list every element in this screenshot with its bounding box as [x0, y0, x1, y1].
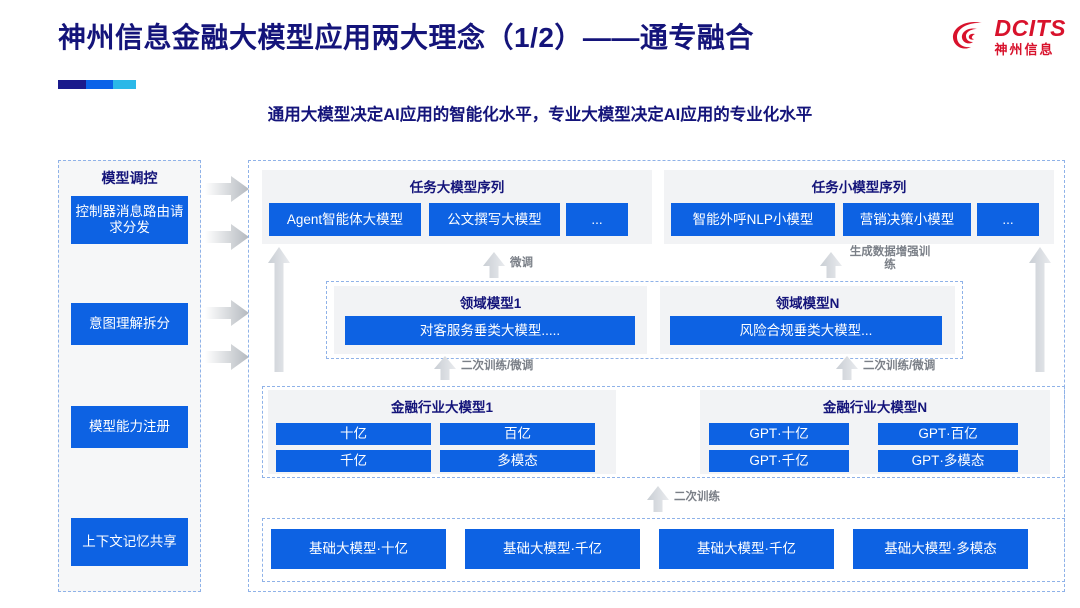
task-large-model-title: 任务大模型序列 [409, 180, 505, 195]
industry-model-n-item-1[interactable]: GPT·百亿 [878, 423, 1018, 445]
sidebar-item-context-memory[interactable]: 上下文记忆共享 [71, 518, 188, 566]
accent-segment-2 [86, 80, 113, 89]
industry-model-1-title: 金融行业大模型1 [390, 400, 493, 415]
industry-models-container [262, 386, 1065, 478]
task-small-model-title: 任务小模型序列 [811, 180, 907, 195]
domain-model-n-item[interactable]: 风险合规垂类大模型... [670, 316, 942, 345]
industry-model-n-item-2[interactable]: GPT·千亿 [709, 450, 849, 472]
company-logo: DCITS 神州信息 [949, 16, 1067, 56]
flow-label-retrain: 二次训练 [674, 491, 720, 503]
flow-label-retrain-finetune-right: 二次训练/微调 [863, 360, 936, 372]
title-accent-rule [58, 80, 136, 89]
accent-segment-3 [113, 80, 136, 89]
dcits-swoosh-icon [952, 21, 982, 49]
domain-model-1-title: 领域模型1 [459, 296, 522, 311]
industry-model-1-item-0[interactable]: 十亿 [276, 423, 431, 445]
flow-label-retrain-finetune-left: 二次训练/微调 [461, 360, 534, 372]
foundation-models-container [262, 518, 1065, 582]
sidebar-item-controller-routing[interactable]: 控制器消息路由请求分发 [71, 196, 188, 244]
page-subtitle: 通用大模型决定AI应用的智能化水平，专业大模型决定AI应用的专业化水平 [267, 106, 813, 124]
task-large-model-item-0[interactable]: Agent智能体大模型 [269, 203, 421, 236]
sidebar-item-intent-parsing[interactable]: 意图理解拆分 [71, 303, 188, 345]
industry-model-1-item-1[interactable]: 百亿 [440, 423, 595, 445]
flow-arrow-up-icon-finetune [483, 252, 505, 278]
industry-model-n-item-0[interactable]: GPT·十亿 [709, 423, 849, 445]
flow-arrow-right-icon-1 [205, 176, 249, 202]
industry-model-1-item-3[interactable]: 多模态 [440, 450, 595, 472]
foundation-model-3[interactable]: 基础大模型·多模态 [853, 529, 1028, 569]
flow-arrow-right-icon-3 [205, 300, 249, 326]
page-title: 神州信息金融大模型应用两大理念（1/2）——通专融合 [58, 22, 754, 53]
flow-arrow-right-icon-2 [205, 224, 249, 250]
flow-arrow-up-icon-gen-data [820, 252, 842, 278]
accent-segment-1 [58, 80, 86, 89]
task-small-model-item-2[interactable]: ... [977, 203, 1039, 236]
flow-arrow-up-icon-retrain-right [836, 356, 858, 380]
domain-model-1-item[interactable]: 对客服务垂类大模型..... [345, 316, 635, 345]
flow-label-finetune: 微调 [510, 257, 533, 269]
flow-arrow-up-icon-left-long [268, 247, 290, 372]
industry-model-n-title: 金融行业大模型N [822, 400, 928, 415]
task-small-model-item-1[interactable]: 营销决策小模型 [843, 203, 971, 236]
logo-text-cn: 神州信息 [994, 41, 1055, 57]
task-small-model-item-0[interactable]: 智能外呼NLP小模型 [671, 203, 835, 236]
logo-text-en: DCITS [994, 14, 1066, 41]
flow-label-gen-data-aug: 生成数据增强训练 [849, 246, 931, 272]
industry-model-n-item-3[interactable]: GPT·多模态 [878, 450, 1018, 472]
domain-models-container [326, 281, 963, 359]
task-large-model-item-1[interactable]: 公文撰写大模型 [429, 203, 560, 236]
foundation-model-1[interactable]: 基础大模型·千亿 [465, 529, 640, 569]
flow-arrow-up-icon-right-long [1029, 247, 1051, 372]
architecture-outer-container [248, 160, 1065, 592]
flow-arrow-right-icon-4 [205, 344, 249, 370]
flow-arrow-up-icon-retrain [647, 486, 669, 512]
domain-model-n-title: 领域模型N [775, 296, 840, 311]
foundation-model-0[interactable]: 基础大模型·十亿 [271, 529, 446, 569]
sidebar-item-capability-registry[interactable]: 模型能力注册 [71, 406, 188, 448]
sidebar-title: 模型调控 [101, 170, 158, 186]
foundation-model-2[interactable]: 基础大模型·千亿 [659, 529, 834, 569]
flow-arrow-up-icon-retrain-left [434, 356, 456, 380]
task-large-model-item-2[interactable]: ... [566, 203, 628, 236]
industry-model-1-item-2[interactable]: 千亿 [276, 450, 431, 472]
